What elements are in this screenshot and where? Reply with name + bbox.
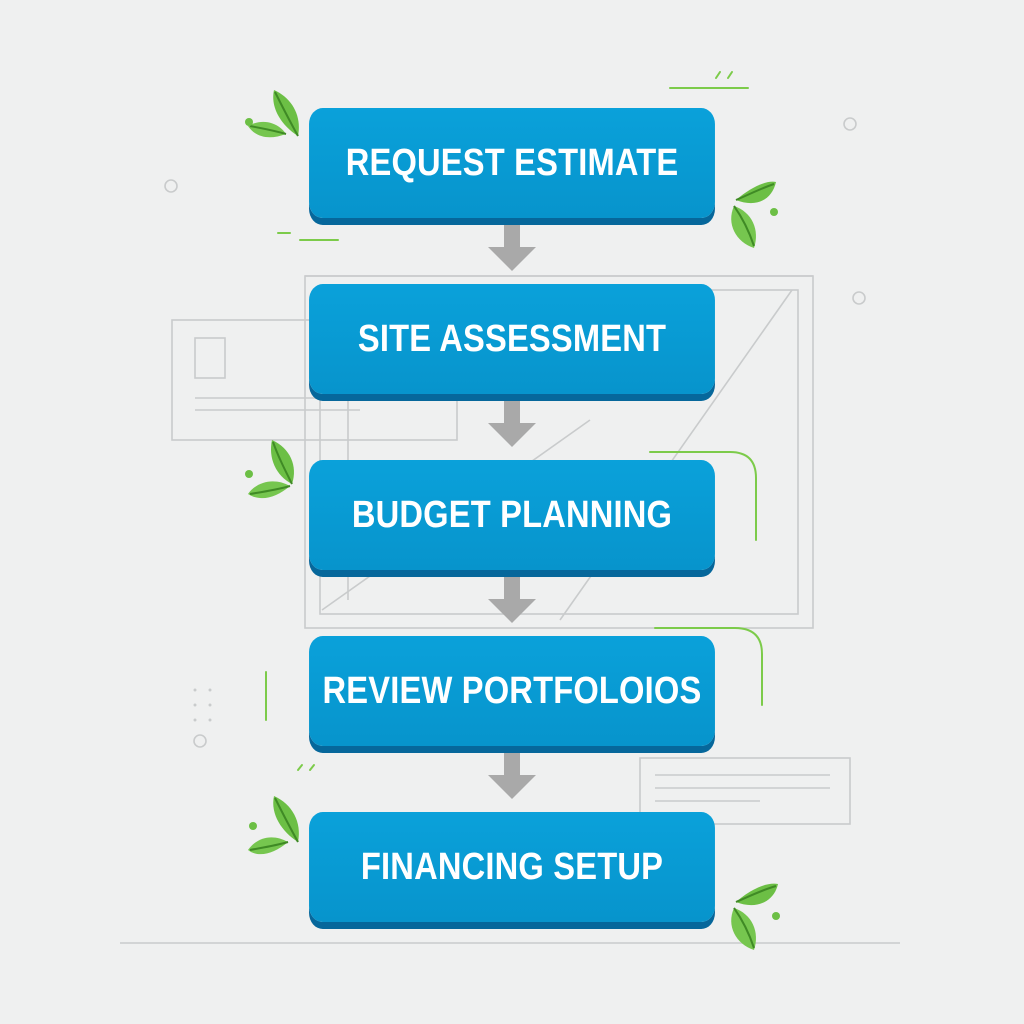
step-label: REQUEST ESTIMATE <box>345 141 679 184</box>
leaf-cluster-icon <box>731 883 780 950</box>
step-budget-planning: BUDGET PLANNING <box>309 460 715 570</box>
step-label: REVIEW PORTFOLOIOS <box>322 669 702 712</box>
step-request-estimate: REQUEST ESTIMATE <box>309 108 715 218</box>
down-arrow-icon <box>488 577 536 623</box>
step-review-portfolios: REVIEW PORTFOLOIOS <box>309 636 715 746</box>
leaf-cluster-icon <box>245 440 294 499</box>
leaf-cluster-icon <box>248 796 299 855</box>
leaf-cluster-icon <box>731 181 778 248</box>
down-arrow-icon <box>488 401 536 447</box>
step-label: SITE ASSESSMENT <box>357 317 667 360</box>
step-financing-setup: FINANCING SETUP <box>309 812 715 922</box>
leaf-cluster-icon <box>245 90 299 138</box>
down-arrow-icon <box>488 753 536 799</box>
step-site-assessment: SITE ASSESSMENT <box>309 284 715 394</box>
down-arrow-icon <box>488 225 536 271</box>
step-label: FINANCING SETUP <box>360 845 664 888</box>
step-label: BUDGET PLANNING <box>351 493 673 536</box>
